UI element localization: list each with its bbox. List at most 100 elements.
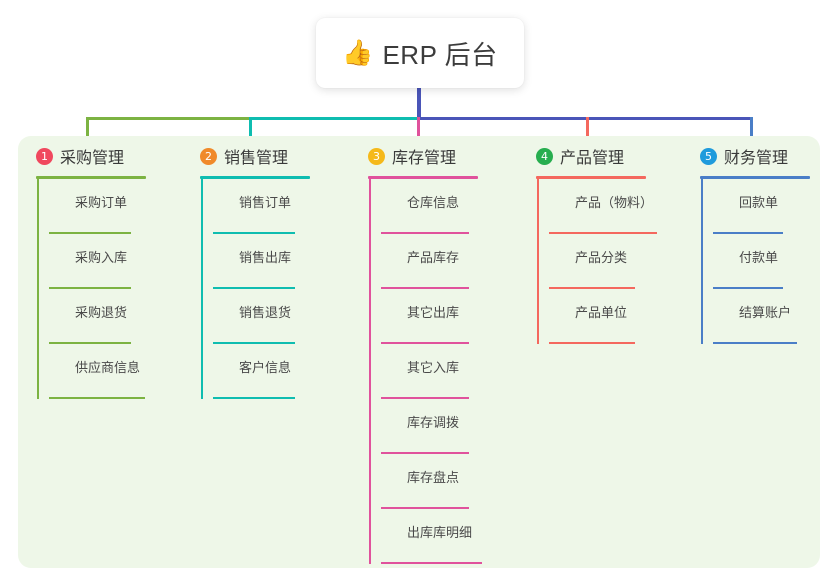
branch-badge-1: 1 — [36, 147, 53, 165]
list-item-rule — [381, 342, 469, 344]
list-item[interactable]: 出库库明细 — [380, 509, 528, 564]
branch-header-rule-2 — [200, 176, 310, 179]
list-item-label: 库存盘点 — [407, 470, 460, 485]
list-item[interactable]: 库存调拨 — [380, 399, 528, 454]
list-item-label: 产品单位 — [575, 305, 628, 320]
branch-drop-2 — [249, 117, 252, 152]
branch-items-2: 销售订单 销售出库 销售退货 客户信息 — [200, 179, 350, 399]
list-item[interactable]: 采购入库 — [48, 234, 186, 289]
list-item-label: 客户信息 — [239, 360, 292, 375]
list-item[interactable]: 产品库存 — [380, 234, 528, 289]
branch-header-rule-3 — [368, 176, 478, 179]
branch-title-1: 采购管理 — [60, 150, 125, 167]
list-item[interactable]: 供应商信息 — [48, 344, 186, 399]
root-trunk-connector — [417, 88, 421, 120]
list-item-rule — [49, 342, 131, 344]
list-item-label: 产品分类 — [575, 250, 628, 265]
list-item[interactable]: 产品单位 — [548, 289, 706, 344]
branch-badge-2: 2 — [200, 147, 217, 165]
list-item-rule — [381, 562, 482, 564]
branch-title-5: 财务管理 — [724, 150, 789, 167]
list-item-label: 出库库明细 — [407, 525, 473, 540]
branch-title-4: 产品管理 — [560, 150, 625, 167]
bus-segment-blue — [417, 117, 753, 120]
branch-header-5[interactable]: 5 财务管理 — [700, 143, 839, 169]
branch-drop-4 — [586, 117, 589, 152]
list-item[interactable]: 回款单 — [712, 179, 839, 234]
list-item[interactable]: 采购订单 — [48, 179, 186, 234]
branch-header-3[interactable]: 3 库存管理 — [368, 143, 528, 169]
list-item-label: 销售退货 — [239, 305, 292, 320]
list-item-rule — [49, 397, 145, 399]
list-item-label: 库存调拨 — [407, 415, 460, 430]
branch-items-3: 仓库信息 产品库存 其它出库 其它入库 库存调拨 库存盘点 出库库明细 — [368, 179, 528, 564]
branch-header-2[interactable]: 2 销售管理 — [200, 143, 350, 169]
branch-column-3: 3 库存管理 仓库信息 产品库存 其它出库 其它入库 库存调拨 库存盘点 — [368, 143, 528, 564]
list-item-label: 付款单 — [739, 250, 779, 265]
branch-badge-5: 5 — [700, 147, 717, 165]
root-node-card[interactable]: 👍 ERP 后台 — [316, 18, 524, 88]
list-item[interactable]: 客户信息 — [212, 344, 350, 399]
list-item-rule — [381, 397, 469, 399]
branch-badge-3: 3 — [368, 147, 385, 165]
list-item[interactable]: 采购退货 — [48, 289, 186, 344]
branch-spine-3 — [369, 179, 371, 564]
branch-header-rule-1 — [36, 176, 146, 179]
list-item[interactable]: 结算账户 — [712, 289, 839, 344]
list-item[interactable]: 付款单 — [712, 234, 839, 289]
branch-column-2: 2 销售管理 销售订单 销售出库 销售退货 客户信息 — [200, 143, 350, 399]
list-item-label: 回款单 — [739, 195, 779, 210]
list-item-label: 供应商信息 — [75, 360, 141, 375]
list-item-rule — [213, 397, 295, 399]
list-item-label: 采购订单 — [75, 195, 128, 210]
list-item-rule — [381, 507, 469, 509]
branch-drop-5 — [750, 117, 753, 152]
list-item-rule — [381, 452, 469, 454]
list-item-rule — [213, 342, 295, 344]
branch-column-5: 5 财务管理 回款单 付款单 结算账户 — [700, 143, 839, 344]
list-item-label: 产品（物料） — [575, 195, 654, 210]
list-item[interactable]: 销售订单 — [212, 179, 350, 234]
branch-badge-4: 4 — [536, 147, 553, 165]
list-item-rule — [213, 232, 295, 234]
list-item-rule — [213, 287, 295, 289]
bus-segment-green — [86, 117, 264, 120]
branch-spine-1 — [37, 179, 39, 399]
list-item-rule — [713, 342, 797, 344]
branch-title-3: 库存管理 — [392, 150, 457, 167]
list-item[interactable]: 销售出库 — [212, 234, 350, 289]
root-node-title: ERP 后台 — [382, 39, 498, 70]
branch-items-4: 产品（物料） 产品分类 产品单位 — [536, 179, 706, 344]
list-item[interactable]: 库存盘点 — [380, 454, 528, 509]
list-item-rule — [713, 232, 783, 234]
list-item-rule — [549, 232, 657, 234]
list-item[interactable]: 其它出库 — [380, 289, 528, 344]
branch-column-1: 1 采购管理 采购订单 采购入库 采购退货 供应商信息 — [36, 143, 186, 399]
list-item-label: 其它入库 — [407, 360, 460, 375]
branch-header-4[interactable]: 4 产品管理 — [536, 143, 706, 169]
list-item-rule — [49, 287, 131, 289]
list-item[interactable]: 产品（物料） — [548, 179, 706, 234]
diagram-panel — [18, 136, 820, 568]
branch-header-1[interactable]: 1 采购管理 — [36, 143, 186, 169]
list-item-rule — [713, 287, 783, 289]
list-item[interactable]: 其它入库 — [380, 344, 528, 399]
list-item[interactable]: 仓库信息 — [380, 179, 528, 234]
branch-items-5: 回款单 付款单 结算账户 — [700, 179, 839, 344]
branch-spine-2 — [201, 179, 203, 399]
list-item-rule — [381, 232, 469, 234]
list-item-rule — [549, 342, 635, 344]
list-item-label: 销售订单 — [239, 195, 292, 210]
list-item-label: 其它出库 — [407, 305, 460, 320]
list-item-rule — [549, 287, 635, 289]
list-item-rule — [381, 287, 469, 289]
list-item[interactable]: 产品分类 — [548, 234, 706, 289]
branch-drop-1 — [86, 117, 89, 152]
branch-header-rule-5 — [700, 176, 810, 179]
list-item-label: 仓库信息 — [407, 195, 460, 210]
list-item-label: 产品库存 — [407, 250, 460, 265]
thumbs-up-icon: 👍 — [342, 38, 374, 67]
list-item[interactable]: 销售退货 — [212, 289, 350, 344]
list-item-label: 结算账户 — [739, 305, 792, 320]
branch-column-4: 4 产品管理 产品（物料） 产品分类 产品单位 — [536, 143, 706, 344]
